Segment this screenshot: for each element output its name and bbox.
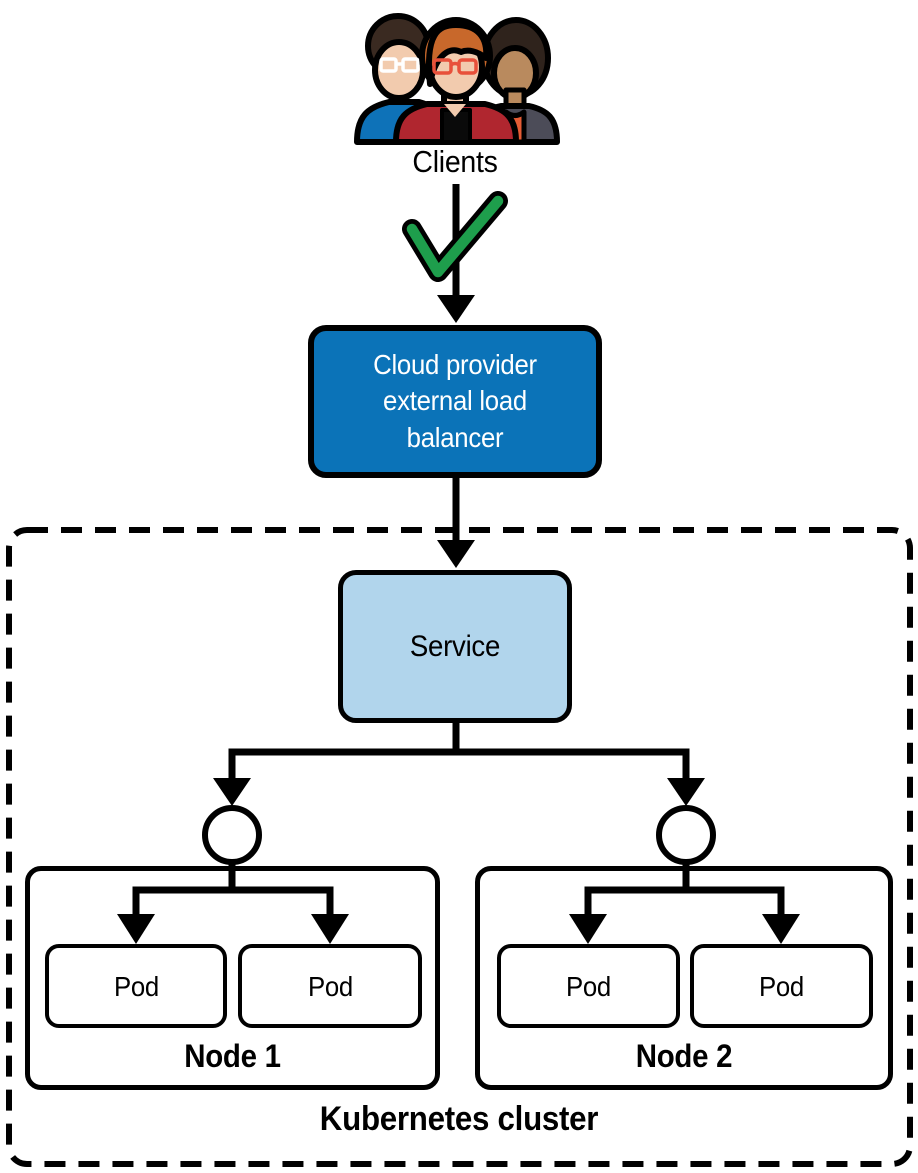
- arrow-to-endpoint-right: [667, 778, 705, 806]
- glasses-icon: [432, 58, 478, 75]
- client-person-left-icon: [354, 13, 448, 145]
- clients-icon: [354, 13, 560, 145]
- pod-box-node2-a: Pod: [497, 944, 680, 1028]
- pod-box-node1-b: Pod: [238, 944, 422, 1028]
- pod-box-node1-a: Pod: [45, 944, 227, 1028]
- service-box: Service: [338, 570, 572, 723]
- arrow-clients-to-loadbalancer: [437, 184, 475, 323]
- pod-label: Pod: [758, 970, 804, 1002]
- clients-label: Clients: [412, 144, 498, 179]
- service-branch-connector: [228, 719, 690, 781]
- arrow-to-endpoint-left: [213, 778, 251, 806]
- pod-label: Pod: [113, 970, 159, 1002]
- client-person-right-icon: [470, 17, 560, 145]
- pod-box-node2-b: Pod: [690, 944, 873, 1028]
- load-balancer-label: Cloud provider external load balancer: [373, 348, 537, 453]
- arrow-loadbalancer-to-service: [437, 477, 475, 568]
- endpoint-circle-node2: [656, 805, 716, 865]
- kubernetes-cluster-label: Kubernetes cluster: [319, 1100, 599, 1138]
- client-person-middle-icon: [393, 17, 519, 145]
- load-balancer-box: Cloud provider external load balancer: [308, 325, 602, 478]
- node-1-label: Node 1: [184, 1038, 281, 1074]
- pod-label: Pod: [307, 970, 353, 1002]
- glasses-icon: [379, 57, 420, 73]
- success-checkmark-icon: [402, 191, 508, 282]
- service-label: Service: [409, 629, 501, 663]
- pod-label: Pod: [565, 970, 611, 1002]
- endpoint-circle-node1: [202, 805, 262, 865]
- node-2-label: Node 2: [635, 1038, 733, 1074]
